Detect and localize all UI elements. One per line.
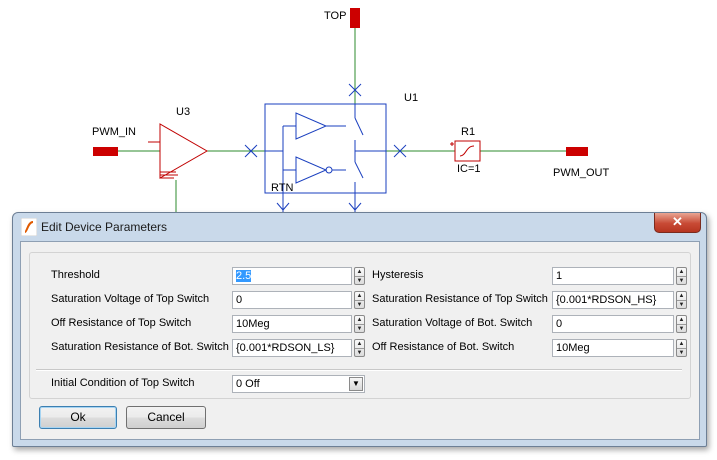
dialog-title: Edit Device Parameters	[41, 220, 168, 234]
dialog-titlebar[interactable]: Edit Device Parameters ✕	[13, 213, 706, 241]
label-pwm-in: PWM_IN	[92, 126, 136, 138]
sat-voltage-bot-input[interactable]: 0	[552, 315, 674, 333]
spin-up-icon[interactable]: ▲	[355, 293, 364, 301]
hysteresis-label: Hysteresis	[372, 269, 424, 281]
label-top: TOP	[324, 10, 347, 22]
sat-voltage-top-input[interactable]: 0	[232, 291, 352, 309]
spin-up-icon[interactable]: ▲	[677, 317, 686, 325]
spin-down-icon[interactable]: ▼	[678, 302, 685, 308]
sat-resistance-top-spinner[interactable]: ▲▼	[676, 291, 687, 309]
r1-resistor	[450, 140, 481, 162]
spin-down-icon[interactable]: ▼	[356, 278, 363, 284]
close-button[interactable]: ✕	[654, 213, 701, 233]
separator	[36, 369, 682, 371]
spin-up-icon[interactable]: ▲	[677, 269, 686, 277]
u3-comparator	[148, 123, 209, 179]
label-u3: U3	[176, 106, 191, 118]
off-resistance-bot-label: Off Resistance of Bot. Switch	[372, 341, 515, 353]
spin-down-icon[interactable]: ▼	[678, 278, 685, 284]
sat-resistance-bot-input[interactable]: {0.001*RDSON_LS}	[232, 339, 352, 357]
spin-up-icon[interactable]: ▲	[355, 317, 364, 325]
dialog-body: Threshold 2.5 ▲▼ Hysteresis 1 ▲▼ Saturat…	[20, 241, 700, 440]
hysteresis-input[interactable]: 1	[552, 267, 674, 285]
port-top	[350, 8, 360, 28]
label-r1: R1	[461, 126, 476, 138]
threshold-label: Threshold	[51, 269, 100, 281]
hysteresis-spinner[interactable]: ▲▼	[676, 267, 687, 285]
label-u1: U1	[404, 92, 419, 104]
sat-voltage-top-label: Saturation Voltage of Top Switch	[51, 293, 210, 305]
spin-up-icon[interactable]: ▲	[355, 341, 364, 349]
sat-resistance-top-label: Saturation Resistance of Top Switch	[372, 293, 548, 305]
label-ic: IC=1	[457, 163, 481, 175]
off-resistance-top-input[interactable]: 10Meg	[232, 315, 352, 333]
sat-voltage-bot-label: Saturation Voltage of Bot. Switch	[372, 317, 533, 329]
initial-condition-select[interactable]: 0 Off ▼	[232, 375, 365, 393]
off-resistance-bot-spinner[interactable]: ▲▼	[676, 339, 687, 357]
spin-up-icon[interactable]: ▲	[677, 293, 686, 301]
spin-down-icon[interactable]: ▼	[356, 326, 363, 332]
off-resistance-top-spinner[interactable]: ▲▼	[354, 315, 365, 333]
spin-up-icon[interactable]: ▲	[355, 269, 364, 277]
spin-up-icon[interactable]: ▲	[677, 341, 686, 349]
sat-voltage-top-spinner[interactable]: ▲▼	[354, 291, 365, 309]
threshold-input[interactable]: 2.5	[232, 267, 352, 285]
spin-down-icon[interactable]: ▼	[356, 350, 363, 356]
initial-condition-value: 0 Off	[236, 378, 260, 390]
sat-resistance-bot-spinner[interactable]: ▲▼	[354, 339, 365, 357]
spin-down-icon[interactable]: ▼	[678, 326, 685, 332]
port-pwm-out	[566, 147, 588, 156]
port-pwm-in	[93, 147, 118, 156]
threshold-value: 2.5	[236, 270, 252, 282]
threshold-spinner[interactable]: ▲▼	[354, 267, 365, 285]
edit-device-parameters-dialog: Edit Device Parameters ✕ Threshold 2.5 ▲…	[12, 212, 707, 447]
label-rtn: RTN	[271, 182, 294, 194]
initial-condition-label: Initial Condition of Top Switch	[51, 377, 195, 389]
sat-resistance-top-input[interactable]: {0.001*RDSON_HS}	[552, 291, 674, 309]
cancel-button[interactable]: Cancel	[126, 406, 206, 429]
off-resistance-top-label: Off Resistance of Top Switch	[51, 317, 192, 329]
label-pwm-out: PWM_OUT	[553, 167, 610, 179]
app-logo-icon	[21, 218, 37, 236]
off-resistance-bot-input[interactable]: 10Meg	[552, 339, 674, 357]
spin-down-icon[interactable]: ▼	[356, 302, 363, 308]
spin-down-icon[interactable]: ▼	[678, 350, 685, 356]
u1-block	[264, 103, 387, 212]
ok-button[interactable]: Ok	[39, 406, 117, 429]
chevron-down-icon[interactable]: ▼	[349, 377, 363, 391]
sat-resistance-bot-label: Saturation Resistance of Bot. Switch	[51, 341, 229, 353]
sat-voltage-bot-spinner[interactable]: ▲▼	[676, 315, 687, 333]
parameters-group: Threshold 2.5 ▲▼ Hysteresis 1 ▲▼ Saturat…	[29, 252, 691, 399]
